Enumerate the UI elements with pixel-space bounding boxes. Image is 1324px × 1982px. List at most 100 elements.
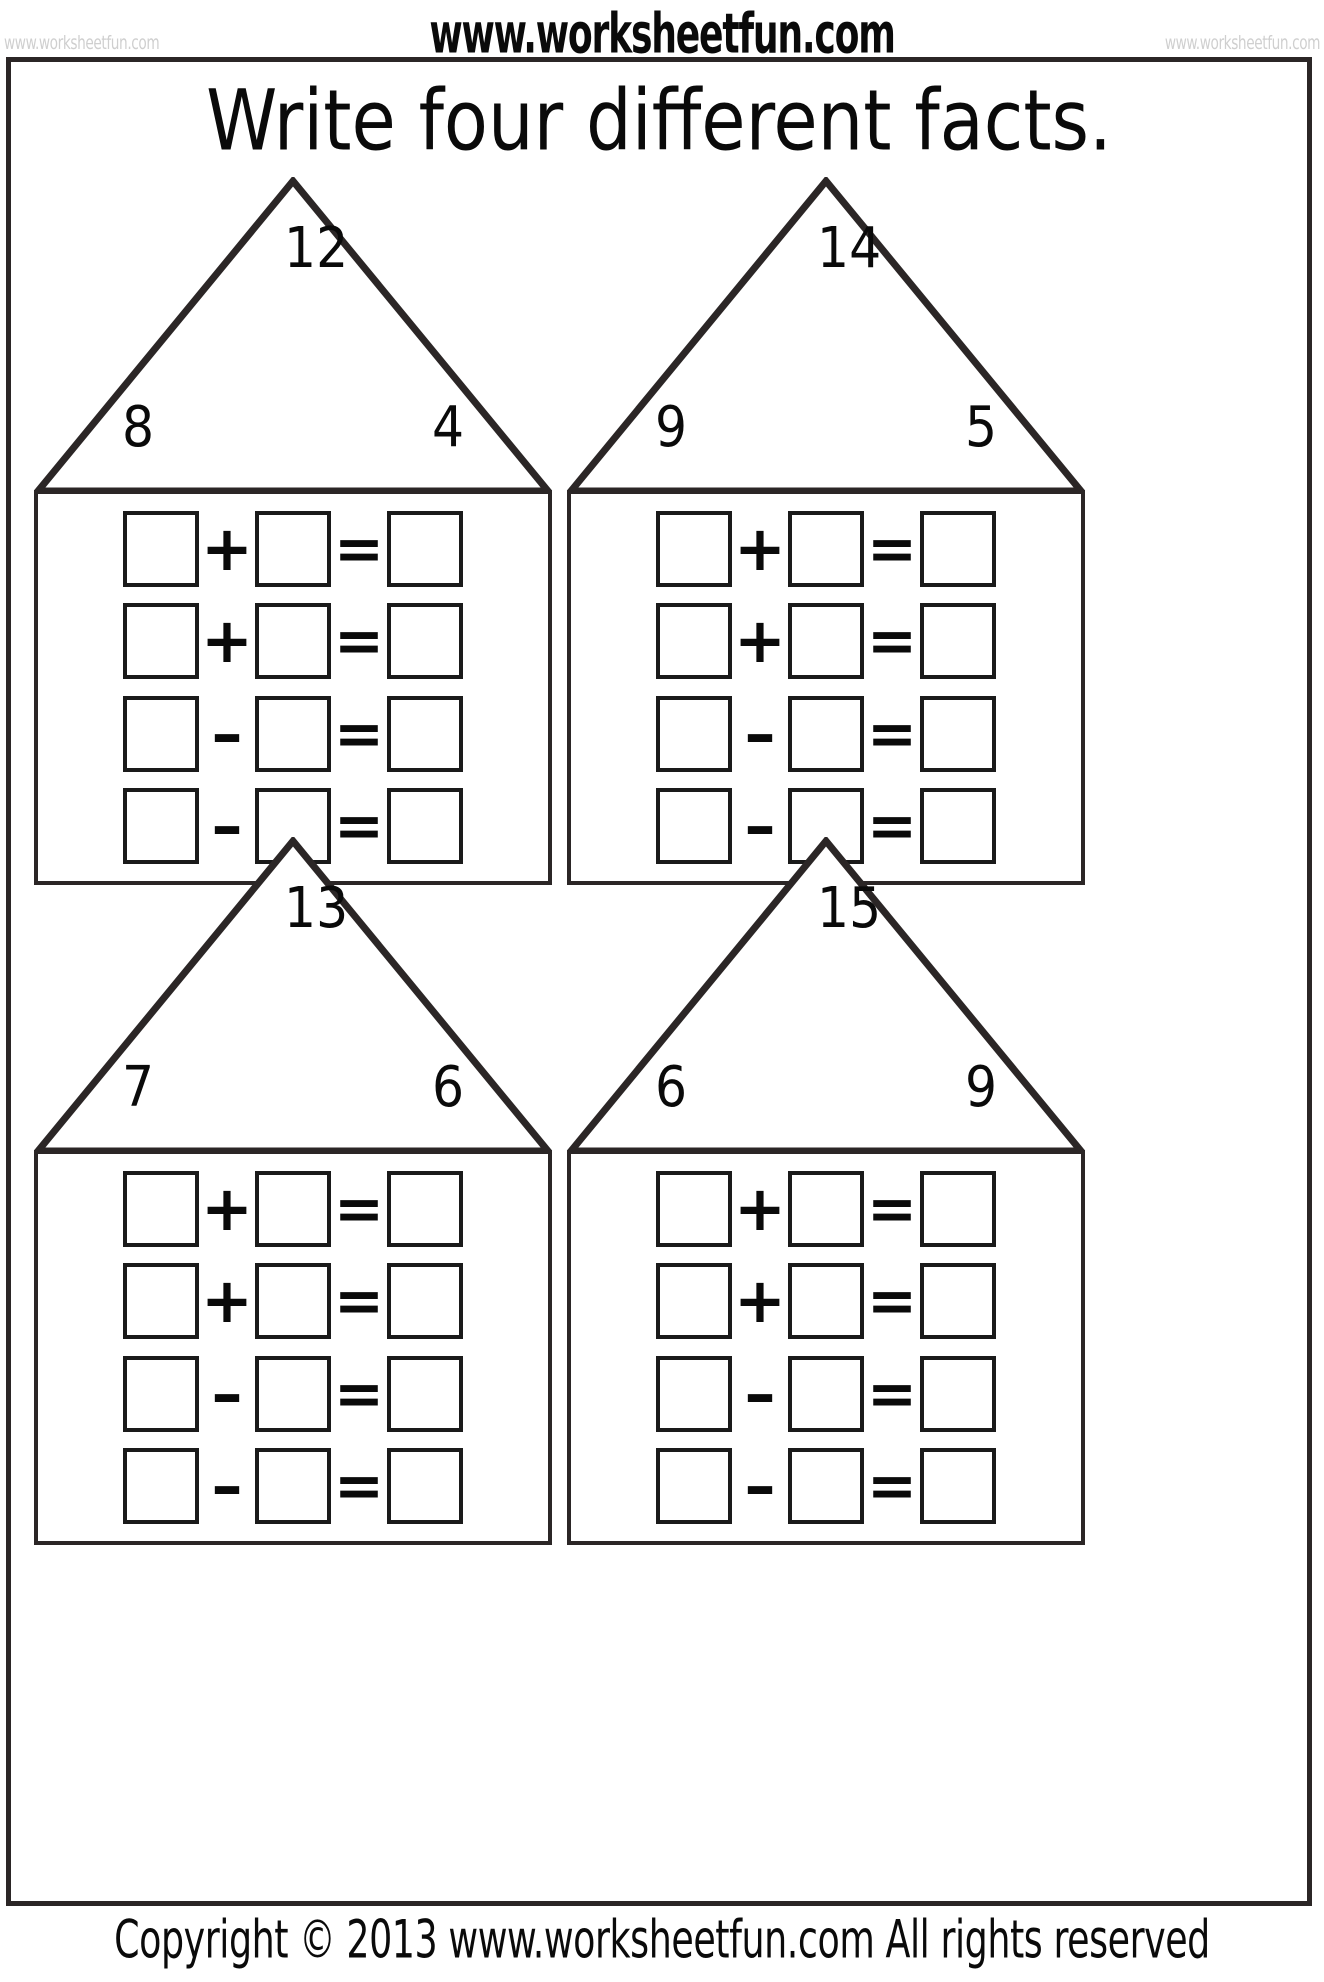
house-addend-left: 9 xyxy=(655,395,688,460)
equation-row: –= xyxy=(656,1448,996,1525)
equation-row: += xyxy=(656,603,996,680)
minus-operator-icon: – xyxy=(211,696,243,770)
answer-box-operand-2[interactable] xyxy=(788,1355,864,1432)
house-addend-right: 4 xyxy=(431,395,464,460)
answer-box-result[interactable] xyxy=(920,603,996,680)
equals-operator-icon: = xyxy=(333,1451,385,1522)
equals-operator-icon: = xyxy=(333,698,385,769)
equals-operator-icon: = xyxy=(866,1358,918,1429)
answer-box-operand-1[interactable] xyxy=(656,1263,732,1340)
answer-box-operand-2[interactable] xyxy=(788,1448,864,1525)
plus-operator-icon: + xyxy=(201,604,253,678)
answer-box-operand-1[interactable] xyxy=(123,1448,199,1525)
equation-row: –= xyxy=(123,788,463,865)
minus-operator-icon: – xyxy=(211,1356,243,1430)
house-body: +=+=–=–= xyxy=(34,490,552,885)
answer-box-operand-1[interactable] xyxy=(123,1170,199,1247)
answer-box-operand-1[interactable] xyxy=(123,788,199,865)
equals-operator-icon: = xyxy=(333,606,385,677)
answer-box-result[interactable] xyxy=(387,603,463,680)
plus-operator-icon: + xyxy=(201,511,253,585)
house-sum-number: 13 xyxy=(284,876,349,941)
answer-box-operand-1[interactable] xyxy=(656,510,732,587)
answer-box-operand-1[interactable] xyxy=(123,1263,199,1340)
equals-operator-icon: = xyxy=(866,1451,918,1522)
answer-box-operand-2[interactable] xyxy=(255,510,331,587)
equation-row: += xyxy=(123,603,463,680)
answer-box-result[interactable] xyxy=(920,788,996,865)
equation-row: += xyxy=(123,1263,463,1340)
house-addend-left: 7 xyxy=(122,1055,155,1120)
answer-box-operand-2[interactable] xyxy=(255,1355,331,1432)
answer-box-operand-2[interactable] xyxy=(788,1170,864,1247)
answer-box-operand-1[interactable] xyxy=(656,1170,732,1247)
copyright-footer: Copyright © 2013 www.worksheetfun.com Al… xyxy=(114,1908,1210,1971)
watermark-right: www.worksheetfun.com xyxy=(1164,32,1321,54)
equation-row: += xyxy=(123,1170,463,1247)
answer-box-operand-2[interactable] xyxy=(255,1448,331,1525)
plus-operator-icon: + xyxy=(734,604,786,678)
equals-operator-icon: = xyxy=(866,513,918,584)
equals-operator-icon: = xyxy=(866,698,918,769)
answer-box-operand-2[interactable] xyxy=(255,695,331,772)
equals-operator-icon: = xyxy=(333,791,385,862)
answer-box-result[interactable] xyxy=(387,1263,463,1340)
answer-box-operand-2[interactable] xyxy=(788,603,864,680)
equals-operator-icon: = xyxy=(866,1173,918,1244)
answer-box-operand-1[interactable] xyxy=(123,695,199,772)
answer-box-operand-1[interactable] xyxy=(656,788,732,865)
answer-box-result[interactable] xyxy=(387,1170,463,1247)
answer-box-operand-1[interactable] xyxy=(123,1355,199,1432)
answer-box-operand-1[interactable] xyxy=(656,1355,732,1432)
plus-operator-icon: + xyxy=(734,511,786,585)
answer-box-result[interactable] xyxy=(387,510,463,587)
answer-box-result[interactable] xyxy=(920,1355,996,1432)
answer-box-result[interactable] xyxy=(920,1263,996,1340)
watermark-center: www.worksheetfun.com xyxy=(429,2,896,66)
answer-box-operand-2[interactable] xyxy=(255,1263,331,1340)
equals-operator-icon: = xyxy=(866,606,918,677)
answer-box-operand-1[interactable] xyxy=(123,603,199,680)
house-addend-right: 6 xyxy=(431,1055,464,1120)
house-addend-left: 6 xyxy=(655,1055,688,1120)
answer-box-result[interactable] xyxy=(920,1448,996,1525)
minus-operator-icon: – xyxy=(744,696,776,770)
answer-box-operand-2[interactable] xyxy=(788,1263,864,1340)
answer-box-result[interactable] xyxy=(920,510,996,587)
house-body: +=+=–=–= xyxy=(567,1150,1085,1545)
equation-row: –= xyxy=(123,695,463,772)
answer-box-operand-2[interactable] xyxy=(788,695,864,772)
equation-row: –= xyxy=(123,1448,463,1525)
equals-operator-icon: = xyxy=(333,1266,385,1337)
house-addend-right: 9 xyxy=(964,1055,997,1120)
watermark-left: www.worksheetfun.com xyxy=(4,32,160,54)
minus-operator-icon: – xyxy=(744,1449,776,1523)
answer-box-result[interactable] xyxy=(387,1448,463,1525)
answer-box-result[interactable] xyxy=(920,1170,996,1247)
answer-box-operand-1[interactable] xyxy=(123,510,199,587)
answer-box-result[interactable] xyxy=(387,1355,463,1432)
plus-operator-icon: + xyxy=(201,1171,253,1245)
equation-row: –= xyxy=(656,695,996,772)
answer-box-operand-1[interactable] xyxy=(656,695,732,772)
answer-box-result[interactable] xyxy=(920,695,996,772)
answer-box-result[interactable] xyxy=(387,788,463,865)
answer-box-operand-2[interactable] xyxy=(255,1170,331,1247)
minus-operator-icon: – xyxy=(211,789,243,863)
answer-box-operand-1[interactable] xyxy=(656,603,732,680)
house-addend-right: 5 xyxy=(964,395,997,460)
equation-row: += xyxy=(656,510,996,587)
equation-row: += xyxy=(123,510,463,587)
answer-box-result[interactable] xyxy=(387,695,463,772)
plus-operator-icon: + xyxy=(734,1171,786,1245)
answer-box-operand-2[interactable] xyxy=(788,510,864,587)
answer-box-operand-2[interactable] xyxy=(255,603,331,680)
equals-operator-icon: = xyxy=(333,1358,385,1429)
house-body: +=+=–=–= xyxy=(34,1150,552,1545)
house-body: +=+=–=–= xyxy=(567,490,1085,885)
minus-operator-icon: – xyxy=(211,1449,243,1523)
answer-box-operand-1[interactable] xyxy=(656,1448,732,1525)
